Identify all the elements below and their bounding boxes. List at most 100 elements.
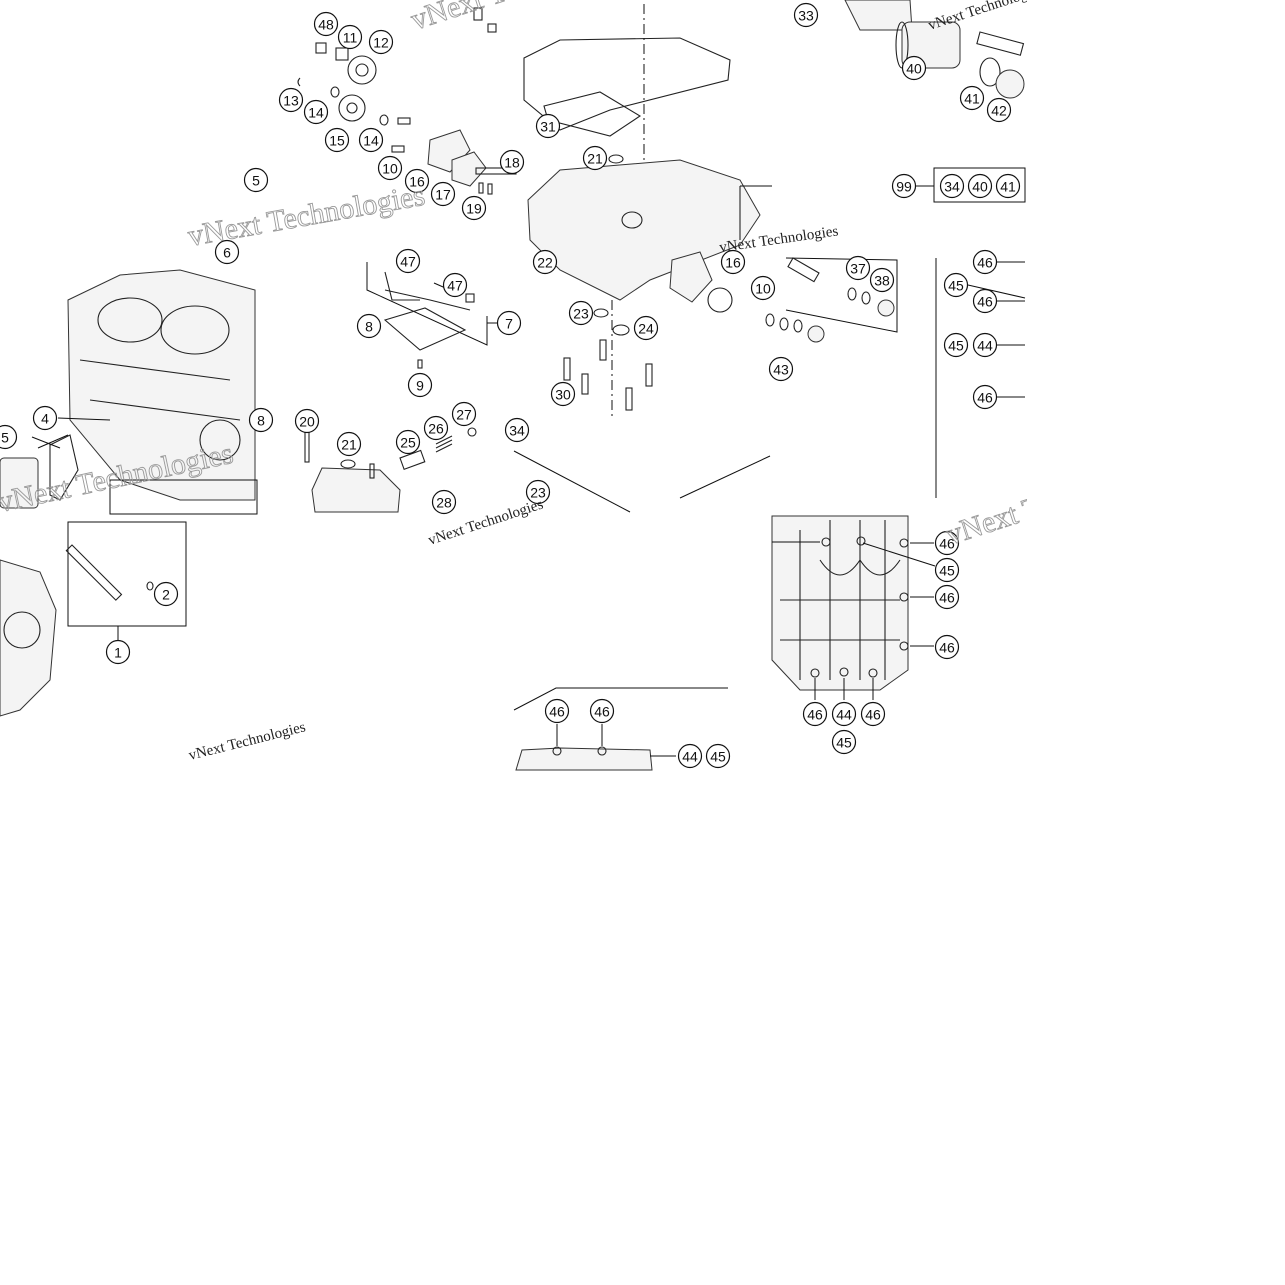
callout-37: 37 <box>845 255 871 281</box>
svg-text:13: 13 <box>283 93 299 109</box>
callout-44: 44 <box>831 701 857 727</box>
svg-text:8: 8 <box>257 413 265 429</box>
svg-text:46: 46 <box>939 536 955 552</box>
svg-text:47: 47 <box>447 278 463 294</box>
svg-text:46: 46 <box>807 707 823 723</box>
svg-text:33: 33 <box>798 8 814 24</box>
callout-1: 1 <box>105 639 131 665</box>
svg-text:42: 42 <box>991 103 1007 119</box>
callout-10: 10 <box>750 275 776 301</box>
svg-text:40: 40 <box>972 179 988 195</box>
callout-12: 12 <box>368 29 394 55</box>
svg-text:12: 12 <box>373 35 389 51</box>
svg-text:47: 47 <box>400 254 416 270</box>
callout-6: 6 <box>214 239 240 265</box>
watermark-text: vNext Technologies <box>185 179 427 253</box>
callout-19: 19 <box>461 195 487 221</box>
svg-text:23: 23 <box>573 306 589 322</box>
callout-38: 38 <box>869 267 895 293</box>
callout-45: 45 <box>943 332 969 358</box>
callout-26: 26 <box>423 415 449 441</box>
callout-16: 16 <box>720 249 746 275</box>
svg-text:99: 99 <box>896 179 912 195</box>
callout-7: 7 <box>496 310 522 336</box>
callout-25: 25 <box>395 429 421 455</box>
crankcase <box>0 269 258 515</box>
callout-99: 99 <box>891 173 917 199</box>
callout-5: 5 <box>0 424 18 450</box>
oil-pan-assembly <box>523 4 772 420</box>
oil-pan-bottom-view <box>771 515 936 700</box>
svg-text:46: 46 <box>977 255 993 271</box>
svg-text:8: 8 <box>365 319 373 335</box>
svg-text:38: 38 <box>874 273 890 289</box>
callout-46: 46 <box>972 384 998 410</box>
svg-text:27: 27 <box>456 407 472 423</box>
callout-20: 20 <box>294 408 320 434</box>
svg-text:5: 5 <box>252 173 260 189</box>
svg-text:37: 37 <box>850 261 866 277</box>
callout-41: 41 <box>995 173 1021 199</box>
callout-18: 18 <box>499 149 525 175</box>
callout-46: 46 <box>934 530 960 556</box>
svg-text:18: 18 <box>504 155 520 171</box>
svg-text:11: 11 <box>343 30 358 46</box>
oil-pump-gears <box>297 7 517 195</box>
callout-43: 43 <box>768 356 794 382</box>
svg-text:28: 28 <box>436 495 452 511</box>
svg-text:46: 46 <box>865 707 881 723</box>
callout-40: 40 <box>967 173 993 199</box>
callout-24: 24 <box>633 315 659 341</box>
callout-28: 28 <box>431 489 457 515</box>
svg-text:20: 20 <box>299 414 315 430</box>
svg-text:2: 2 <box>162 587 170 603</box>
callout-46: 46 <box>860 701 886 727</box>
svg-text:34: 34 <box>944 179 960 195</box>
svg-text:48: 48 <box>318 17 334 33</box>
callout-46: 46 <box>934 584 960 610</box>
callout-34: 34 <box>504 417 530 443</box>
oil-pump-body <box>304 427 477 513</box>
callout-45: 45 <box>943 272 969 298</box>
svg-text:46: 46 <box>977 390 993 406</box>
oil-pipe-detail <box>0 521 187 717</box>
callout-45: 45 <box>934 557 960 583</box>
callout-34: 34 <box>939 173 965 199</box>
callout-46: 46 <box>934 634 960 660</box>
callout-46: 46 <box>972 288 998 314</box>
callout-46: 46 <box>544 698 570 724</box>
svg-text:40: 40 <box>906 61 922 77</box>
svg-text:43: 43 <box>773 362 789 378</box>
svg-text:9: 9 <box>416 378 424 394</box>
svg-text:46: 46 <box>594 704 610 720</box>
callout-14: 14 <box>303 99 329 125</box>
svg-text:45: 45 <box>948 278 964 294</box>
svg-text:21: 21 <box>341 437 357 453</box>
callout-47: 47 <box>442 272 468 298</box>
callout-48: 48 <box>313 11 339 37</box>
callout-8: 8 <box>356 313 382 339</box>
callout-27: 27 <box>451 401 477 427</box>
svg-text:16: 16 <box>725 255 741 271</box>
watermark-text: vNext Technologies <box>187 719 307 764</box>
svg-text:45: 45 <box>948 338 964 354</box>
svg-text:34: 34 <box>509 423 525 439</box>
callout-11: 11 <box>337 24 363 50</box>
callout-30: 30 <box>550 381 576 407</box>
breather-parts <box>679 257 937 499</box>
svg-text:17: 17 <box>435 187 451 203</box>
svg-text:41: 41 <box>964 91 980 107</box>
svg-text:4: 4 <box>41 411 49 427</box>
svg-text:46: 46 <box>977 294 993 310</box>
svg-text:45: 45 <box>710 749 726 765</box>
callout-13: 13 <box>278 87 304 113</box>
callout-23: 23 <box>525 479 551 505</box>
svg-text:46: 46 <box>549 704 565 720</box>
callout-45: 45 <box>831 729 857 755</box>
svg-text:19: 19 <box>466 201 482 217</box>
callout-9: 9 <box>407 372 433 398</box>
svg-text:45: 45 <box>836 735 852 751</box>
svg-text:7: 7 <box>505 316 513 332</box>
callout-33: 33 <box>793 2 819 28</box>
